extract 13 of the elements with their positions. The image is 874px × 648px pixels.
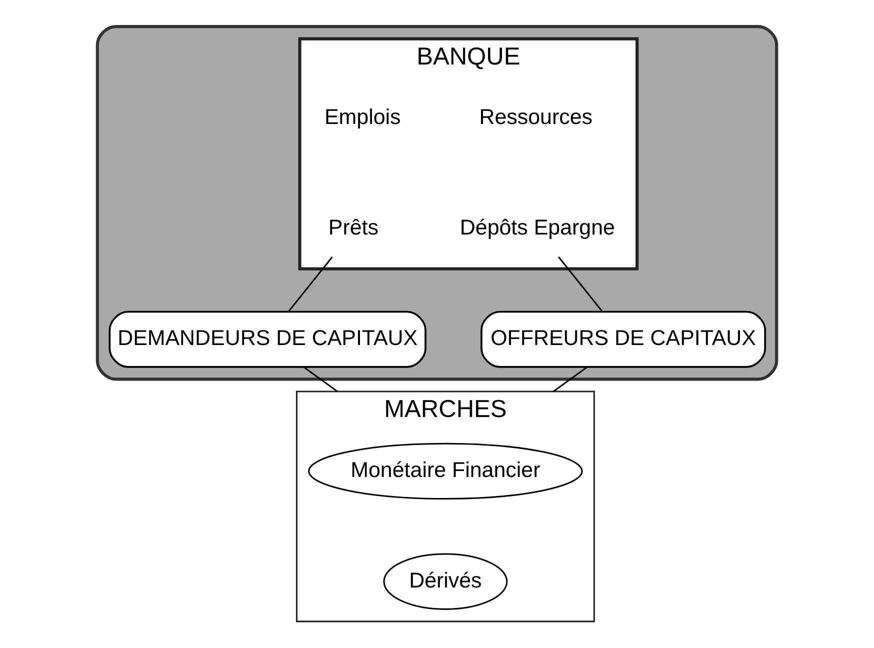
label: Ressources (479, 105, 593, 130)
node-box: DEMANDEURS DE CAPITAUX (108, 310, 426, 368)
label: Emplois (324, 105, 401, 130)
node-box: OFFREURS DE CAPITAUX (480, 310, 766, 368)
connector (558, 256, 603, 312)
connector (304, 366, 338, 392)
cluster (96, 25, 778, 381)
connector (288, 256, 333, 312)
connector (552, 366, 588, 392)
node-ellipse: Dérivés (383, 553, 508, 610)
node-ellipse: Monétaire Financier (308, 442, 583, 500)
node-text: Prêts (328, 216, 378, 240)
node-text: Dépôts Epargne (460, 216, 615, 240)
